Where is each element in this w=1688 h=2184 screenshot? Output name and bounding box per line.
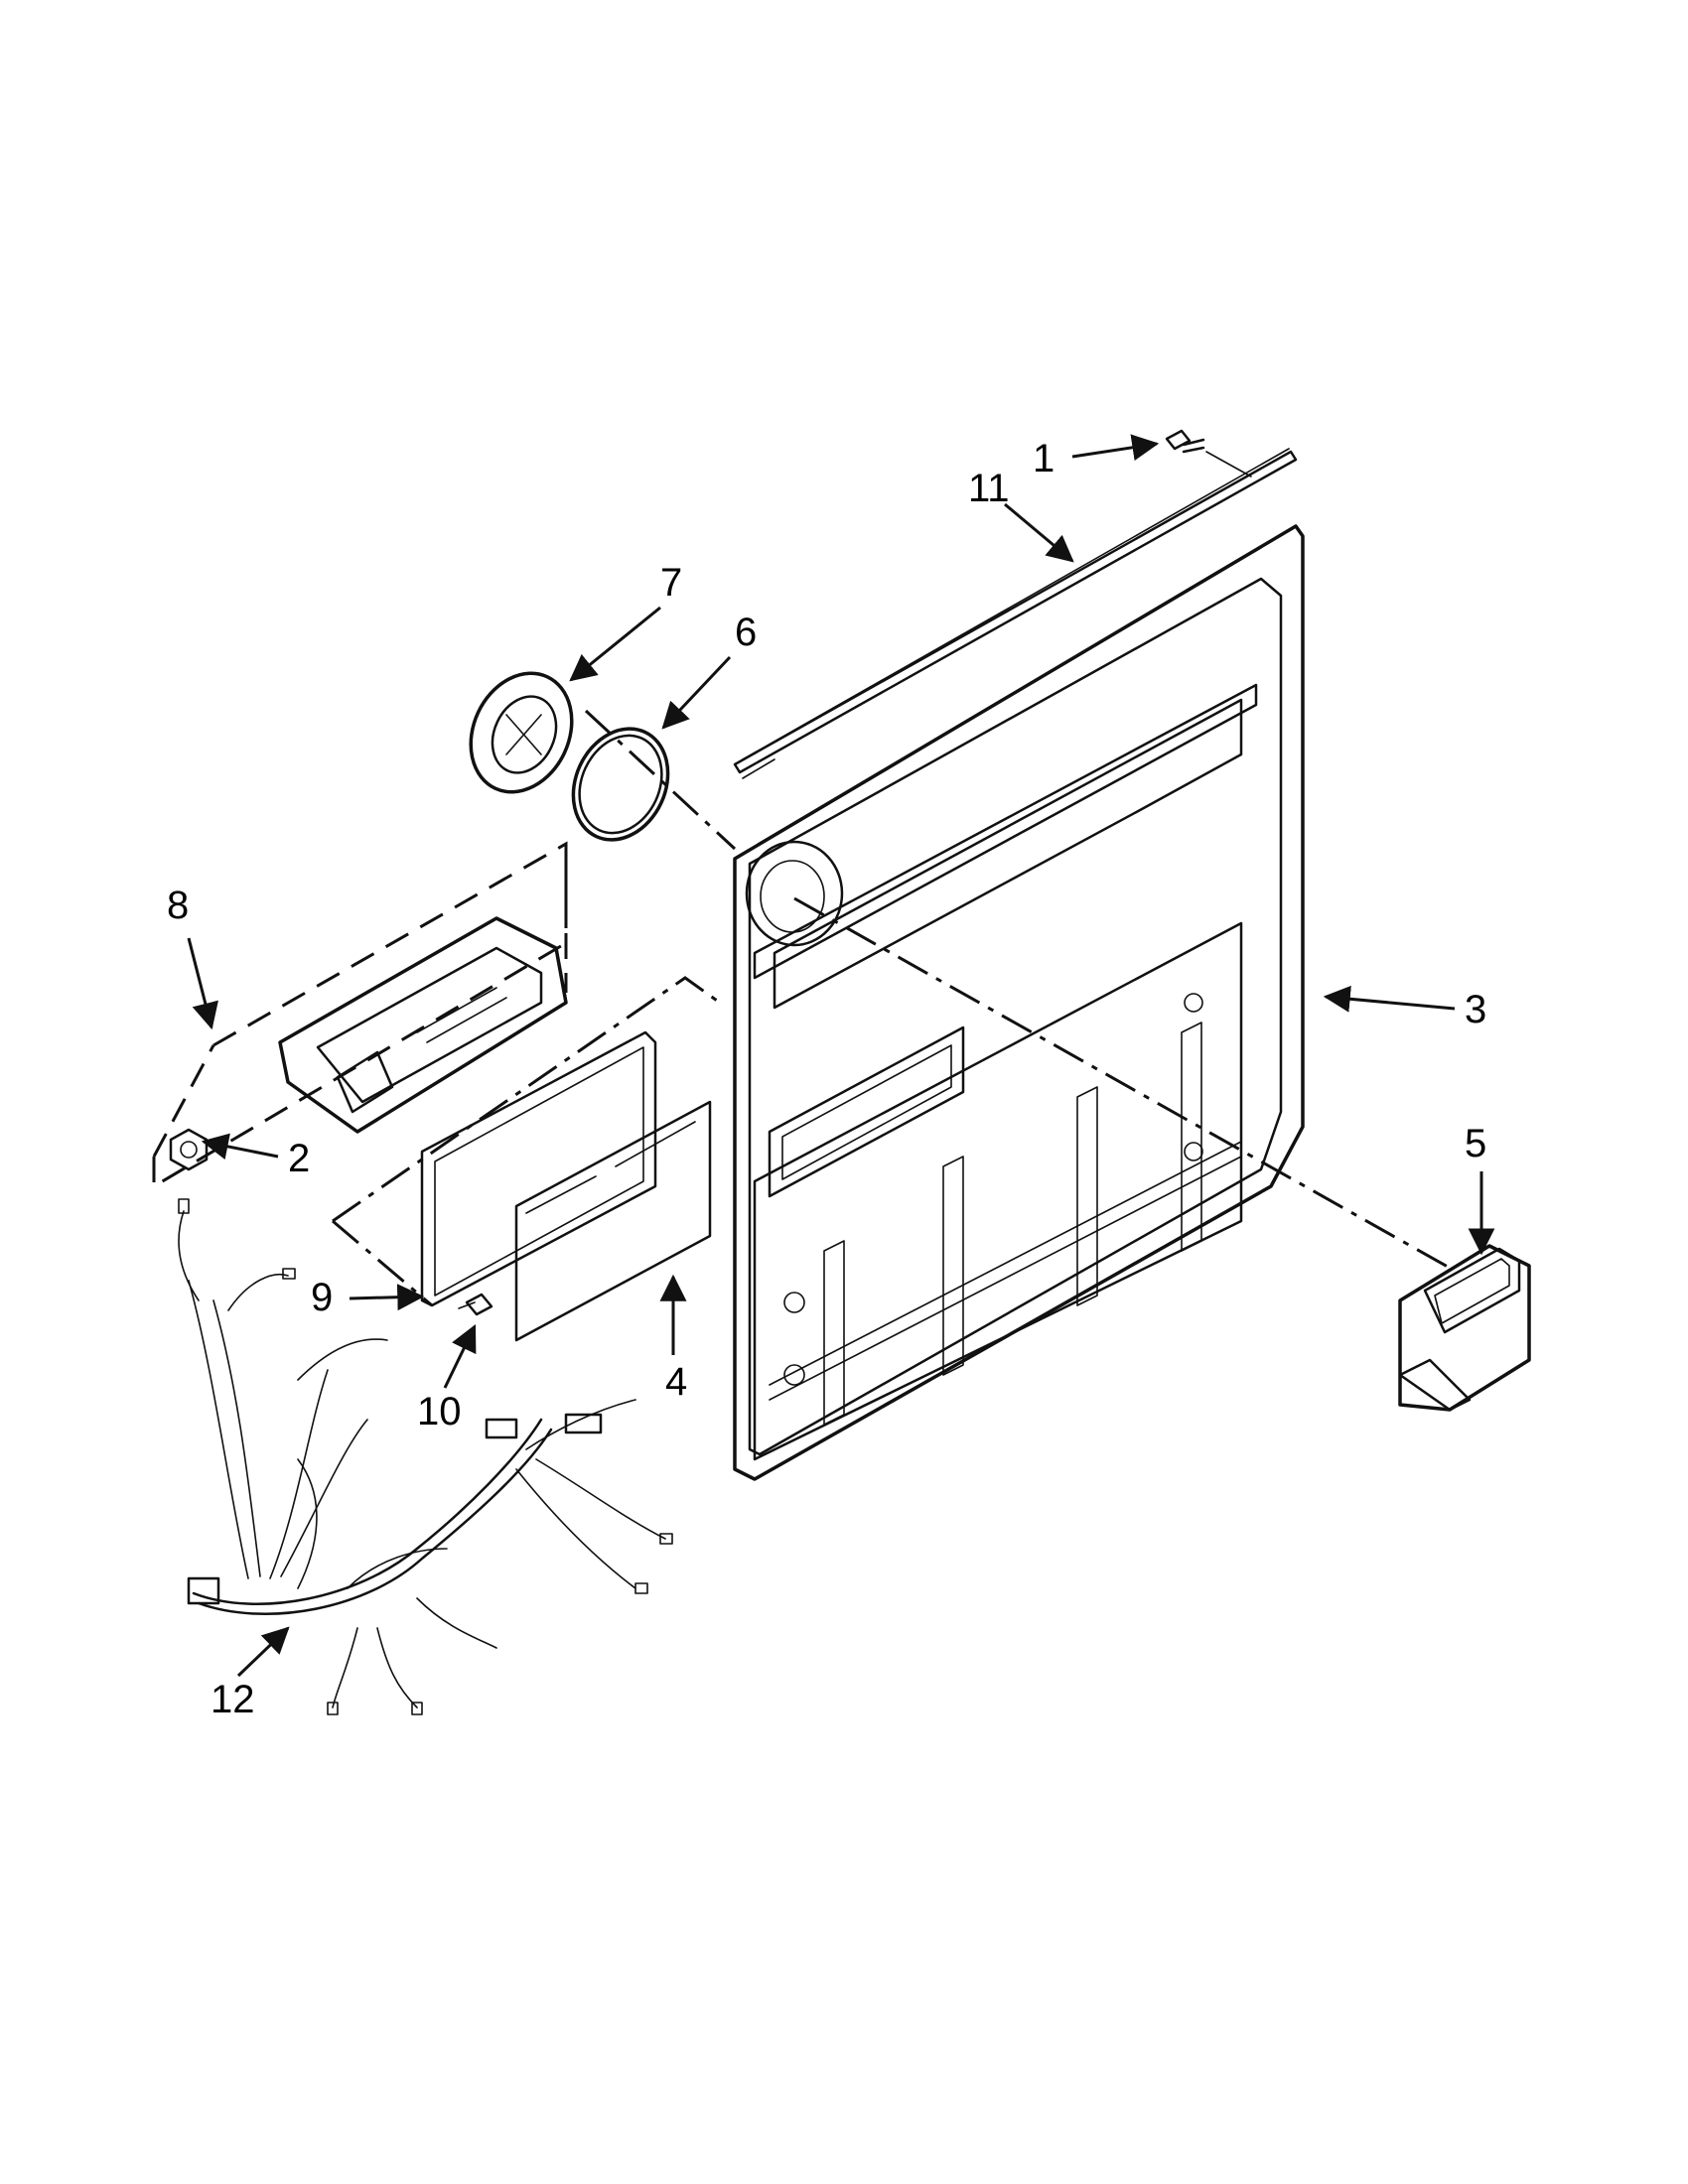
part-8-control-module <box>278 916 568 1134</box>
callout-5: 5 <box>1465 1122 1486 1165</box>
callout-4: 4 <box>665 1360 687 1404</box>
part-1-screw <box>1165 429 1252 478</box>
part-10-screw <box>458 1293 493 1316</box>
callout-10: 10 <box>417 1390 462 1433</box>
part-7-vent-cap <box>469 671 574 794</box>
callout-6: 6 <box>735 611 757 654</box>
part-12-wire-harness <box>178 1198 673 1715</box>
callout-11: 11 <box>968 467 1010 510</box>
part-6-gasket-ring <box>571 727 670 842</box>
part-9-gasket <box>420 1030 657 1307</box>
callout-9: 9 <box>311 1276 333 1319</box>
part-2-nut <box>169 1128 209 1171</box>
leader-lines <box>187 434 1495 1678</box>
callout-2: 2 <box>288 1137 310 1180</box>
part-11-trim-strip <box>733 448 1298 779</box>
callout-7: 7 <box>660 561 682 605</box>
callout-1: 1 <box>1033 437 1055 480</box>
assembly-lines <box>152 709 1456 1307</box>
callout-8: 8 <box>167 884 189 927</box>
part-5-latch <box>1398 1244 1531 1412</box>
callout-12: 12 <box>211 1678 255 1721</box>
callout-3: 3 <box>1465 988 1486 1031</box>
callout-labels: 1 11 7 6 8 3 5 2 9 4 10 12 <box>167 437 1486 1721</box>
part-3-inner-door <box>733 524 1305 1481</box>
part-4-control-board <box>514 1100 712 1342</box>
